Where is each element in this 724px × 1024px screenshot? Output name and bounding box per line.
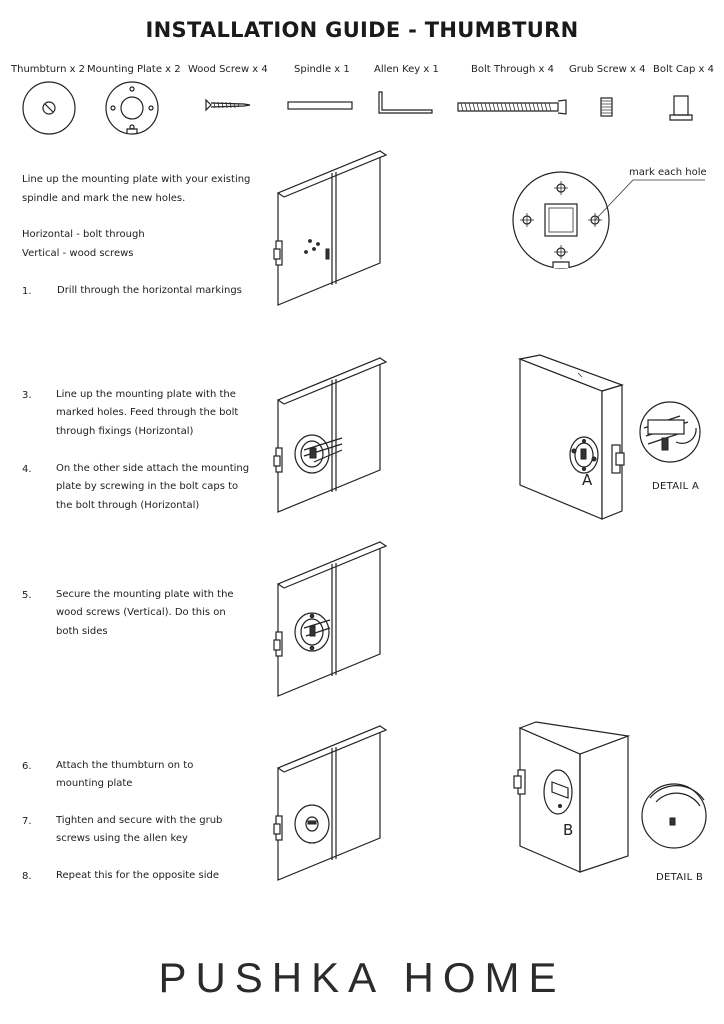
- brand-logo: PUSHKA HOME: [158, 954, 566, 1001]
- step-3-line-3: through fixings (Horizontal): [56, 426, 194, 437]
- marker-b: B: [563, 821, 574, 839]
- step-4-line-2: plate by screwing in the bolt caps to: [56, 481, 239, 492]
- step-1-number: 1.: [22, 286, 32, 297]
- door-back-view-b: [513, 721, 631, 873]
- step-7-line-2: screws using the allen key: [56, 833, 188, 844]
- step-5-line-1: Secure the mounting plate with the: [56, 589, 234, 600]
- mounting-plate-icon: [105, 81, 159, 135]
- grub-screw-icon: [600, 97, 613, 117]
- mounting-plate-markup: [512, 171, 705, 269]
- wood-screw-icon: [205, 98, 251, 112]
- part-label-spindle: Spindle x 1: [294, 64, 350, 75]
- door-diagram-wood-screws: [273, 541, 388, 697]
- intro-line-1: Line up the mounting plate with your exi…: [22, 174, 251, 185]
- detail-a-zoom: [639, 401, 701, 463]
- spindle-icon: [287, 101, 353, 110]
- door-back-view-a: [517, 354, 625, 520]
- step-6-line-2: mounting plate: [56, 778, 133, 789]
- part-label-grub-screw: Grub Screw x 4: [569, 64, 646, 75]
- step-8-number: 8.: [22, 871, 32, 882]
- thumbturn-icon: [22, 81, 76, 135]
- step-4-number: 4.: [22, 464, 32, 475]
- step-3-line-1: Line up the mounting plate with the: [56, 389, 236, 400]
- allen-key-icon: [378, 91, 433, 114]
- step-3-number: 3.: [22, 390, 32, 401]
- detail-a-label: DETAIL A: [652, 481, 700, 492]
- door-diagram-thumbturn: [273, 725, 388, 881]
- step-4-line-1: On the other side attach the mounting: [56, 463, 250, 474]
- part-label-bolt-through: Bolt Through x 4: [471, 64, 554, 75]
- parts-icons: [22, 81, 693, 135]
- bolt-through-icon: [457, 99, 567, 115]
- bolt-cap-icon: [669, 95, 693, 121]
- detail-b-zoom: [641, 783, 707, 849]
- mark-each-hole-callout: mark each hole: [629, 167, 707, 178]
- step-4-line-3: the bolt through (Horizontal): [56, 500, 200, 511]
- step-7-number: 7.: [22, 816, 32, 827]
- step-8-line-1: Repeat this for the opposite side: [56, 870, 219, 881]
- intro-line-4: Vertical - wood screws: [22, 248, 134, 259]
- marker-a: A: [582, 471, 593, 489]
- step-5-number: 5.: [22, 590, 32, 601]
- step-1-line-1: Drill through the horizontal markings: [57, 285, 242, 296]
- part-label-bolt-cap: Bolt Cap x 4: [653, 64, 714, 75]
- step-5-line-3: both sides: [56, 626, 108, 637]
- intro-line-2: spindle and mark the new holes.: [22, 193, 186, 204]
- step-6-line-1: Attach the thumbturn on to: [56, 760, 194, 771]
- crosshair-icon: [520, 181, 602, 259]
- part-label-allen-key: Allen Key x 1: [374, 64, 439, 75]
- part-label-mounting-plate: Mounting Plate x 2: [87, 64, 181, 75]
- step-7-line-1: Tighten and secure with the grub: [56, 815, 223, 826]
- part-label-wood-screw: Wood Screw x 4: [188, 64, 268, 75]
- intro-line-3: Horizontal - bolt through: [22, 229, 145, 240]
- door-diagram-marking: [273, 150, 388, 306]
- detail-b-label: DETAIL B: [656, 872, 704, 883]
- page-title: INSTALLATION GUIDE - THUMBTURN: [145, 18, 579, 42]
- step-5-line-2: wood screws (Vertical). Do this on: [56, 607, 226, 618]
- door-diagram-bolt-through: [273, 357, 388, 513]
- step-3-line-2: marked holes. Feed through the bolt: [56, 407, 239, 418]
- part-label-thumbturn: Thumbturn x 2: [11, 64, 86, 75]
- step-6-number: 6.: [22, 761, 32, 772]
